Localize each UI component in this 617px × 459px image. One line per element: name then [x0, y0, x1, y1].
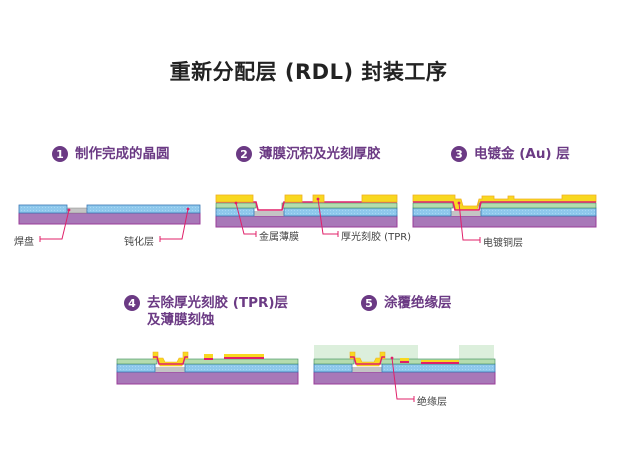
seed-left	[412, 202, 454, 209]
label-bond-pad: 焊盘	[14, 237, 34, 248]
substrate	[412, 215, 597, 228]
trace-3-gold	[224, 354, 264, 357]
substrate	[116, 371, 299, 385]
step-number-badge: 2	[236, 146, 252, 162]
passivation-left	[116, 363, 156, 373]
label-passivation: 钝化层	[124, 237, 154, 248]
seed-right	[281, 202, 398, 209]
leader-metal-film	[235, 202, 256, 235]
trace-3-copper	[421, 362, 459, 364]
rdl-trace-copper	[350, 356, 385, 365]
step-number-badge: 5	[361, 295, 377, 311]
copper-plating	[413, 201, 596, 211]
step-2-diagram	[215, 194, 398, 237]
leader-insulation	[391, 357, 414, 400]
step-title: 涂覆绝缘层	[384, 295, 452, 311]
step-5-heading: 5 涂覆绝缘层	[361, 295, 452, 312]
step-number-badge: 4	[124, 295, 140, 311]
step-2-heading: 2 薄膜沉积及光刻厚胶	[236, 146, 381, 163]
rdl-trace-copper	[153, 356, 188, 365]
step-title: 电镀金 (Au) 层	[474, 146, 570, 162]
seed-right	[182, 358, 299, 365]
leader-pad-line	[40, 209, 70, 240]
passivation-left	[215, 207, 255, 217]
passivation-right	[480, 207, 597, 217]
label-metal-film: 金属薄膜	[259, 232, 299, 243]
leader-resist	[317, 198, 338, 235]
substrate	[313, 371, 496, 385]
resist-2	[284, 194, 303, 203]
label-copper-plating: 电镀铜层	[483, 238, 523, 249]
rdl-trace-gold	[349, 351, 386, 367]
step-number-badge: 1	[52, 146, 68, 162]
trace-3-copper	[224, 357, 264, 359]
step-1-diagram	[18, 204, 201, 242]
resist-4	[361, 194, 398, 203]
page-title: 重新分配层 (RDL) 封装工序	[169, 60, 448, 84]
step-title-line-1: 去除厚光刻胶 (TPR)层	[147, 295, 289, 311]
step-3-heading: 3 电镀金 (Au) 层	[451, 146, 570, 163]
step-4-heading: 4 去除厚光刻胶 (TPR)层 及薄膜刻蚀	[124, 295, 288, 329]
bond-pad	[451, 211, 481, 216]
step-4-diagram	[116, 351, 299, 385]
leader-pad	[45, 240, 68, 242]
passivation-right	[184, 363, 299, 373]
trace-2-gold	[204, 354, 213, 358]
passivation-left	[412, 207, 452, 217]
step-title: 薄膜沉积及光刻厚胶	[259, 146, 381, 162]
label-thick-resist: 厚光刻胶 (TPR)	[341, 232, 412, 243]
label-insulation: 绝缘层	[417, 397, 447, 408]
bond-pad	[352, 367, 382, 372]
step-title: 制作完成的晶圆	[75, 146, 170, 162]
substrate	[18, 212, 201, 225]
step-5-diagram	[313, 345, 496, 402]
bond-pad	[254, 211, 284, 216]
step-title-line-2: 及薄膜刻蚀	[147, 312, 215, 328]
passivation-right	[283, 207, 398, 217]
trace-2-copper	[400, 361, 409, 363]
trace-2-copper	[204, 358, 213, 360]
substrate	[215, 215, 398, 228]
leader-passivation-line	[160, 208, 189, 240]
passivation-left	[313, 363, 353, 373]
step-number-badge: 3	[451, 146, 467, 162]
passivation-right	[86, 204, 201, 214]
passivation-left	[18, 204, 68, 214]
trace-2-gold	[400, 358, 409, 361]
bond-pad	[155, 367, 185, 372]
passivation-right	[381, 363, 496, 373]
seed-left	[313, 358, 355, 365]
step-3-diagram	[412, 194, 597, 243]
leader-copper	[458, 202, 480, 241]
trace-3-gold	[421, 360, 459, 362]
step-1-heading: 1 制作完成的晶圆	[52, 146, 170, 163]
seed-right	[478, 202, 597, 209]
seed-left	[116, 358, 158, 365]
resist-1	[215, 194, 254, 203]
